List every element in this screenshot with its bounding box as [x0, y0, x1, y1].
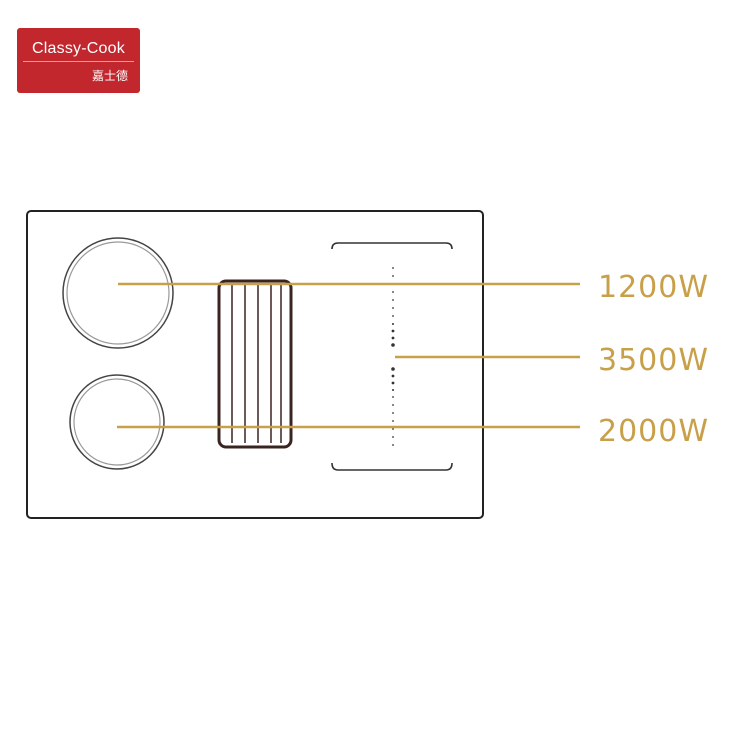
label-3500w: 3500W: [598, 343, 710, 378]
logo-name: Classy-Cook: [32, 40, 125, 57]
burner-top-left: [62, 237, 174, 349]
logo-subtitle: 嘉士德: [91, 69, 128, 83]
zone-bracket-bottom: [331, 462, 453, 471]
control-slider-lower: [391, 367, 395, 446]
label-1200w: 1200W: [598, 270, 710, 305]
burner-bottom-left: [69, 374, 165, 470]
logo-divider: [23, 61, 134, 62]
vent-grille: [217, 279, 293, 449]
brand-logo: Classy-Cook 嘉士德: [17, 28, 140, 93]
zone-bracket-top: [331, 242, 453, 250]
label-2000w: 2000W: [598, 414, 710, 449]
